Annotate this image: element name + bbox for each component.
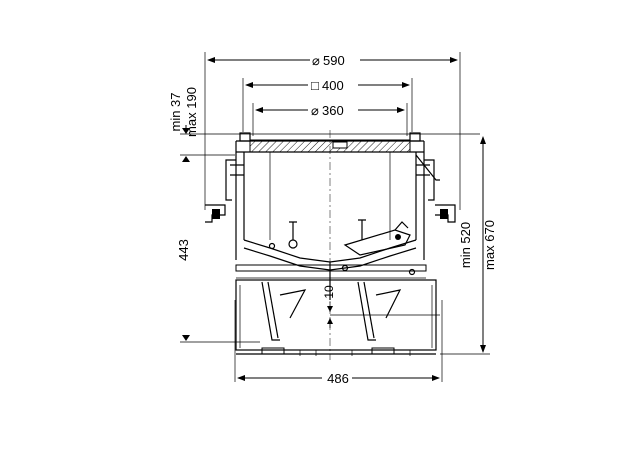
dimension-width-486: 486 (234, 300, 443, 386)
diameter-symbol: ⌀ (312, 53, 320, 68)
depth-label: 443 (176, 239, 191, 261)
dimension-offset-10: 10 (322, 285, 440, 328)
square-symbol: □ (311, 78, 319, 93)
adjust-max-label: max 190 (184, 87, 199, 137)
dimension-label-360: 360 (322, 103, 344, 118)
dimension-square-400: □ 400 (242, 77, 413, 132)
height-max-label: max 670 (482, 220, 497, 270)
dimension-label-590: 590 (323, 53, 345, 68)
width-label: 486 (327, 371, 349, 386)
dimension-total-height: min 520 max 670 (440, 136, 497, 355)
height-min-label: min 520 (458, 222, 473, 268)
adjust-min-label: min 37 (168, 92, 183, 131)
dimension-diameter-590: ⌀ 590 (204, 51, 461, 210)
dimension-label-400: 400 (322, 78, 344, 93)
frame-body (205, 141, 456, 260)
offset-label: 10 (322, 285, 336, 299)
dimension-adjustment-range: min 37 max 190 (168, 87, 480, 162)
lower-housing (235, 279, 437, 356)
dimension-diameter-360: ⌀ 360 (252, 102, 408, 136)
dimension-depth-443: 443 (176, 239, 260, 343)
diameter-symbol-2: ⌀ (311, 103, 319, 118)
